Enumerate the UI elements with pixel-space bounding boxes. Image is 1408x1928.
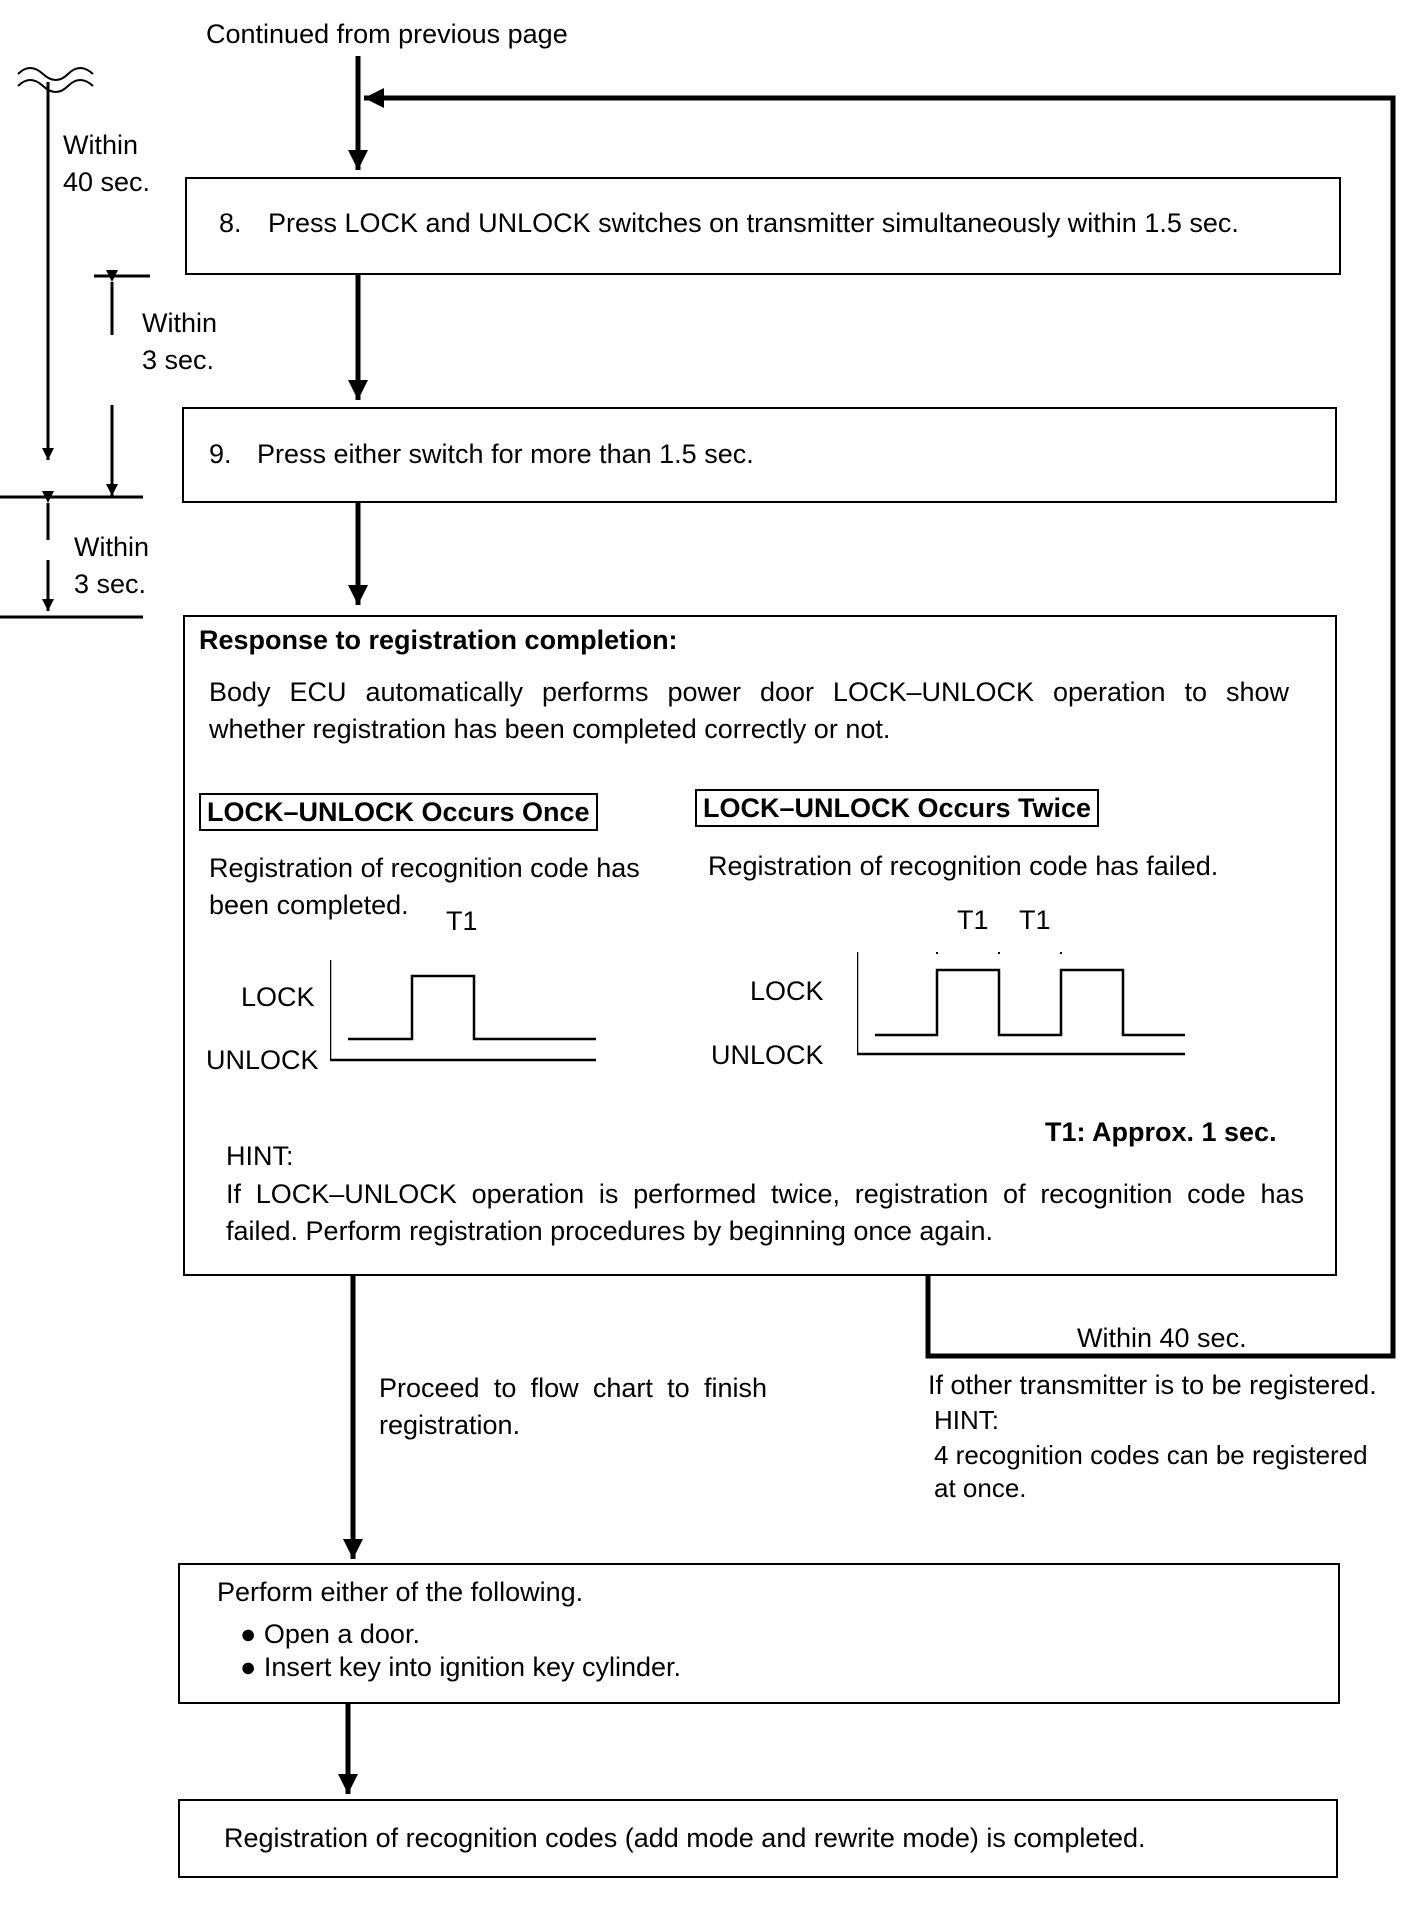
once-unlock-label: UNLOCK [206, 1045, 319, 1075]
break-symbol [17, 67, 94, 93]
t1-note: T1: Approx. 1 sec. [1045, 1117, 1277, 1147]
twice-label: LOCK–UNLOCK Occurs Twice [695, 789, 1100, 827]
once-label: LOCK–UNLOCK Occurs Once [199, 793, 598, 831]
once-lock-label: LOCK [241, 982, 315, 1012]
step-9-number: 9. [209, 439, 232, 469]
perform-item-2-text: Insert key into ignition key cylinder. [263, 1652, 682, 1682]
timing-bars [0, 82, 150, 619]
once-waveform [330, 960, 596, 1062]
response-hint-line2: failed. Perform registration procedures … [226, 1216, 993, 1246]
step-8-number: 8. [219, 208, 242, 238]
continued-label: Continued from previous page [206, 19, 568, 49]
twice-waveform [857, 952, 1185, 1056]
perform-item-1-text: Open a door. [263, 1619, 420, 1649]
perform-item-1: ● Open a door. [240, 1618, 420, 1651]
timing-3b-line1: Within [74, 532, 150, 562]
response-body-line1: Body ECU automatically performs power do… [209, 677, 1289, 707]
loop-time-label: Within 40 sec. [1077, 1323, 1247, 1353]
final-box: Registration of recognition codes (add m… [178, 1799, 1338, 1878]
branch-hint-line2: at once. [934, 1473, 1027, 1503]
twice-unlock-label: UNLOCK [711, 1040, 824, 1070]
perform-title: Perform either of the following. [217, 1577, 584, 1607]
response-hint-line1: If LOCK–UNLOCK operation is performed tw… [226, 1179, 1304, 1209]
final-text: Registration of recognition codes (add m… [224, 1823, 1146, 1853]
response-title: Response to registration completion: [199, 625, 678, 655]
response-hint-title: HINT: [226, 1141, 294, 1171]
proceed-text-line2: registration. [379, 1410, 521, 1440]
timing-40-line2: 40 sec. [63, 167, 151, 197]
twice-t1-label-2: T1 [1019, 905, 1051, 935]
timing-40-line1: Within [63, 130, 139, 160]
step-8-box: 8. Press LOCK and UNLOCK switches on tra… [185, 177, 1341, 275]
branch-hint-title: HINT: [934, 1405, 999, 1435]
once-text-line2: been completed. [209, 890, 409, 920]
flow-arrows [338, 56, 1396, 1794]
once-text-line1: Registration of recognition code has [209, 853, 640, 883]
perform-item-2: ● Insert key into ignition key cylinder. [240, 1651, 681, 1684]
other-transmitter-text: If other transmitter is to be registered… [928, 1370, 1377, 1400]
step-8-text: Press LOCK and UNLOCK switches on transm… [268, 208, 1239, 238]
bullet-icon: ● [240, 1619, 257, 1649]
bullet-icon: ● [240, 1652, 257, 1682]
timing-3b-line2: 3 sec. [74, 569, 147, 599]
timing-3a-line2: 3 sec. [142, 345, 215, 375]
response-box: Response to registration completion: Bod… [183, 615, 1337, 1276]
proceed-text-line1: Proceed to flow chart to finish [379, 1373, 767, 1403]
branch-hint-line1: 4 recognition codes can be registered [934, 1440, 1368, 1470]
response-body-line2: whether registration has been completed … [209, 714, 891, 744]
step-9-box: 9. Press either switch for more than 1.5… [182, 407, 1337, 503]
timing-3a-line1: Within [142, 308, 218, 338]
twice-t1-label-1: T1 [957, 905, 989, 935]
step-9-text: Press either switch for more than 1.5 se… [257, 439, 754, 469]
twice-text-line1: Registration of recognition code has fai… [708, 851, 1219, 881]
perform-box: Perform either of the following. ● Open … [178, 1563, 1340, 1704]
twice-lock-label: LOCK [750, 976, 824, 1006]
once-t1-label: T1 [446, 906, 478, 936]
